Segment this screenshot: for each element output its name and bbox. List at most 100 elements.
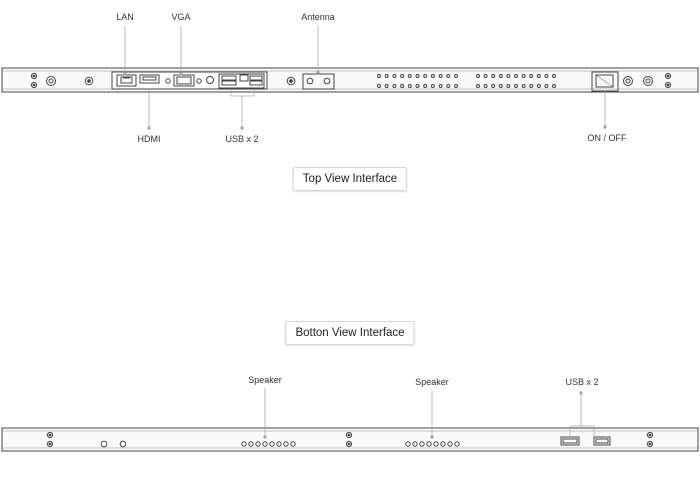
vent-hole: [446, 74, 451, 78]
vent-hole: [415, 84, 420, 88]
vent-hole: [426, 441, 432, 447]
vent-hole: [454, 441, 460, 447]
vent-hole: [440, 441, 446, 447]
vent-hole: [269, 441, 275, 447]
screw-icon: [30, 72, 38, 89]
speaker-right-label: Speaker: [415, 377, 449, 387]
vent-hole: [491, 74, 496, 78]
speaker-grille-right: [405, 441, 460, 447]
screw-icon: [623, 76, 633, 86]
vent-hole: [506, 74, 511, 78]
vent-hole: [438, 74, 443, 78]
vga-label: VGA: [171, 12, 191, 22]
usb-port-icon: [218, 73, 265, 89]
callout-lines-top: [123, 26, 607, 130]
vent-hole: [521, 74, 526, 78]
vent-hole: [384, 84, 389, 88]
vent-hole: [498, 74, 503, 78]
audio-jack-icon: [206, 76, 214, 84]
vent-hole: [438, 84, 443, 88]
screw-icon: [46, 431, 54, 448]
vent-hole: [400, 74, 405, 78]
vent-holes: [377, 74, 556, 88]
vent-hole: [544, 84, 549, 88]
vent-hole: [423, 74, 428, 78]
vent-hole: [419, 441, 425, 447]
hdmi-port-icon: [139, 74, 160, 84]
antenna-port-icon: [302, 73, 335, 90]
lan-port-icon: [116, 74, 137, 87]
vent-hole: [506, 84, 511, 88]
vent-hole: [283, 441, 289, 447]
top-view-title: Top View Interface: [292, 167, 408, 191]
lan-label: LAN: [116, 12, 134, 22]
screw-icon: [84, 76, 94, 86]
bottom-device-bar: [1, 427, 699, 452]
vent-hole: [529, 74, 534, 78]
vent-hole: [430, 84, 435, 88]
speaker-left-label: Speaker: [248, 375, 282, 385]
speaker-grille-left: [241, 441, 296, 447]
screw-icon: [345, 431, 353, 448]
hdmi-label: HDMI: [137, 134, 161, 144]
bottom-view-panel: [1, 427, 699, 452]
vent-hole: [476, 84, 480, 88]
screw-icon: [48, 78, 54, 84]
vent-hole: [392, 74, 397, 78]
vent-hole: [552, 84, 556, 88]
screw-icon: [286, 76, 296, 86]
vent-hole: [392, 84, 397, 88]
power-label: ON / OFF: [587, 133, 627, 143]
vent-hole: [248, 441, 254, 447]
vga-port-icon: [165, 74, 202, 87]
screw-icon: [646, 431, 654, 448]
vent-hole: [521, 84, 526, 88]
vent-hole: [454, 84, 458, 88]
vent-hole: [377, 74, 381, 78]
vent-hole: [483, 84, 488, 88]
screw-icon: [664, 72, 672, 89]
vent-hole: [552, 74, 556, 78]
vent-hole: [536, 74, 541, 78]
bottom-view-title: Botton View Interface: [285, 321, 415, 345]
indicator-hole-icon: [119, 440, 127, 448]
callout-lines-bottom: [263, 388, 595, 439]
usb-bottom-label: USB x 2: [565, 377, 599, 387]
screw-icon: [645, 78, 651, 84]
vent-hole: [423, 84, 428, 88]
vent-hole: [400, 84, 405, 88]
vent-hole: [407, 74, 412, 78]
vent-hole: [544, 74, 549, 78]
vent-hole: [447, 441, 453, 447]
screw-icon: [625, 78, 631, 84]
vent-hole: [290, 441, 296, 447]
vent-hole: [498, 84, 503, 88]
vent-hole: [430, 74, 435, 78]
vent-hole: [241, 441, 247, 447]
vent-hole: [446, 84, 451, 88]
screw-icon: [643, 76, 653, 86]
vent-hole: [454, 74, 458, 78]
antenna-label: Antenna: [301, 12, 335, 22]
indicator-hole-icon: [100, 440, 108, 448]
vent-hole: [491, 84, 496, 88]
vent-hole: [536, 84, 541, 88]
vent-hole: [262, 441, 268, 447]
vent-hole: [415, 74, 420, 78]
vent-hole: [514, 74, 518, 78]
vent-hole: [407, 84, 412, 88]
vent-hole: [276, 441, 282, 447]
vent-hole: [384, 74, 389, 78]
vent-hole: [405, 441, 411, 447]
vent-hole: [433, 441, 439, 447]
vent-hole: [476, 74, 480, 78]
usb-top-label: USB x 2: [225, 134, 259, 144]
vent-hole: [377, 84, 381, 88]
vent-hole: [412, 441, 418, 447]
vent-hole: [255, 441, 261, 447]
top-view-panel: [1, 67, 699, 93]
vent-hole: [483, 74, 488, 78]
vent-hole: [529, 84, 534, 88]
screw-icon: [46, 76, 56, 86]
